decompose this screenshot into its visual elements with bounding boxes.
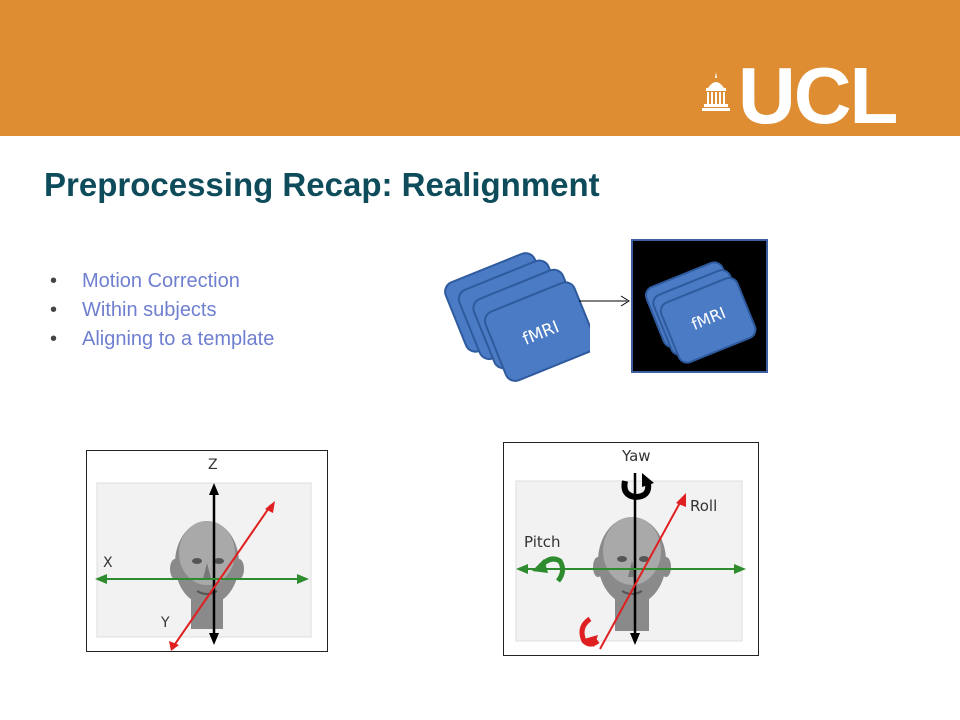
bullet-text: Aligning to a template bbox=[82, 328, 275, 350]
axis-label-y: Y bbox=[160, 615, 170, 631]
rotation-figure: Yaw Roll Pitch bbox=[503, 442, 759, 656]
logo-text: UCL bbox=[738, 51, 898, 140]
header-banner: UCL bbox=[0, 0, 960, 136]
portico-icon bbox=[702, 72, 730, 111]
slide-title: Preprocessing Recap: Realignment bbox=[44, 166, 600, 203]
bullet-marker: • bbox=[50, 299, 58, 321]
head-icon bbox=[170, 521, 244, 629]
axis-label-x: X bbox=[103, 555, 113, 571]
fmri-card bbox=[659, 276, 757, 364]
yaw-rotation-icon bbox=[621, 480, 652, 501]
ucl-logo: UCL bbox=[700, 56, 920, 142]
fmri-card bbox=[483, 281, 590, 382]
axis-label-z: Z bbox=[208, 457, 218, 473]
bullet-marker: • bbox=[50, 328, 58, 350]
rotation-diagram: Yaw Roll Pitch bbox=[515, 447, 746, 650]
bullet-text: Within subjects bbox=[82, 299, 217, 321]
arrow-icon bbox=[579, 295, 630, 307]
bullet-text: Motion Correction bbox=[82, 270, 240, 292]
bullet-marker: • bbox=[50, 270, 58, 292]
aligned-template-box: fMRI bbox=[631, 239, 768, 373]
bullet-list: • Motion Correction • Within subjects • Ali… bbox=[50, 267, 274, 354]
fmri-stack-left: fMRI bbox=[444, 252, 590, 382]
fmri-stack-right: fMRI bbox=[644, 261, 757, 364]
bullet-item: • Motion Correction bbox=[50, 267, 274, 296]
rotation-label-roll: Roll bbox=[690, 497, 717, 515]
axes-figure: Z X Y bbox=[86, 450, 328, 652]
pitch-rotation-icon bbox=[538, 556, 566, 583]
bullet-item: • Within subjects bbox=[50, 296, 274, 325]
axes-diagram: Z X Y bbox=[95, 457, 312, 651]
rotation-label-pitch: Pitch bbox=[524, 533, 561, 551]
bullet-item: • Aligning to a template bbox=[50, 325, 274, 354]
rotation-label-yaw: Yaw bbox=[621, 447, 651, 465]
